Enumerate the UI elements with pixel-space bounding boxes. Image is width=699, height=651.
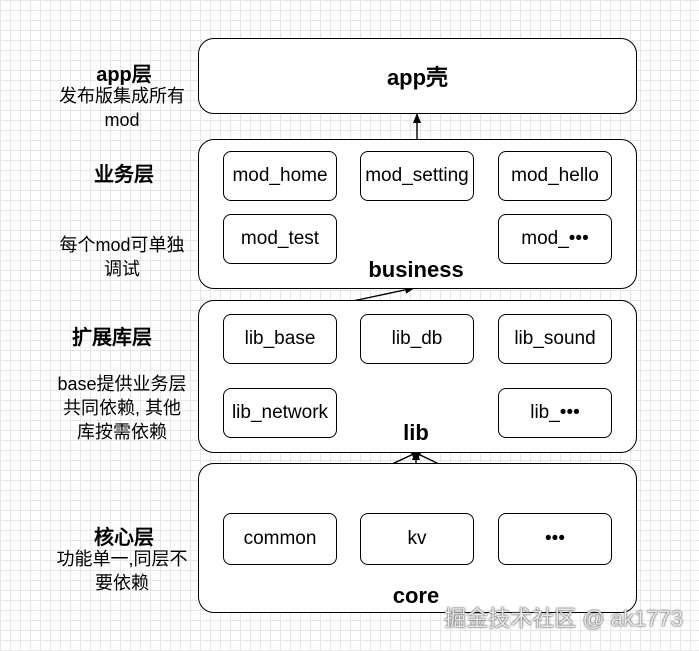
app-layer-title: app层 [96, 64, 152, 86]
lib-layer-desc: base提供业务层 共同依赖, 其他 库按需依赖 [42, 372, 202, 444]
lib-layer-desc-line: 库按需依赖 [77, 422, 167, 442]
module-lib-db: lib_db [360, 314, 474, 364]
business-layer-desc-line: 每个mod可单独 [59, 235, 185, 255]
business-layer-title: 业务层 [94, 164, 154, 186]
lib-layer-label: lib [403, 420, 429, 445]
module-common: common [223, 513, 337, 565]
app-layer-desc: 发布版集成所有 mod [47, 84, 197, 132]
app-layer-desc-line: 发布版集成所有 [59, 86, 185, 106]
lib-layer-desc-line: 共同依赖, 其他 [62, 398, 181, 418]
core-layer-desc-line: 要依赖 [95, 573, 149, 593]
lib-layer-title: 扩展库层 [72, 327, 152, 349]
app-shell-label: app壳 [386, 65, 449, 90]
module-lib-more: lib_••• [498, 388, 612, 438]
module-lib-network: lib_network [223, 388, 337, 438]
module-mod-more: mod_••• [498, 214, 612, 264]
module-core-more: ••• [498, 513, 612, 565]
core-layer-title: 核心层 [94, 527, 154, 549]
lib-layer-desc-line: base提供业务层 [57, 374, 187, 394]
module-lib-sound: lib_sound [498, 314, 612, 364]
business-layer-desc: 每个mod可单独 调试 [47, 233, 197, 281]
module-mod-home: mod_home [223, 151, 337, 201]
module-mod-test: mod_test [223, 214, 337, 264]
module-lib-base: lib_base [223, 314, 337, 364]
module-kv: kv [360, 513, 474, 565]
module-mod-setting: mod_setting [360, 151, 474, 201]
watermark-text: 掘金技术社区 @ ak1773 [444, 606, 683, 631]
core-layer-desc-line: 功能单一,同层不 [56, 549, 188, 569]
core-layer-label: core [392, 583, 440, 608]
core-layer-desc: 功能单一,同层不 要依赖 [42, 547, 202, 595]
module-mod-hello: mod_hello [498, 151, 612, 201]
business-layer-desc-line: 调试 [104, 259, 140, 279]
app-layer-box: app壳 [198, 38, 637, 114]
app-layer-desc-line: mod [104, 110, 140, 130]
business-layer-label: business [368, 257, 464, 282]
